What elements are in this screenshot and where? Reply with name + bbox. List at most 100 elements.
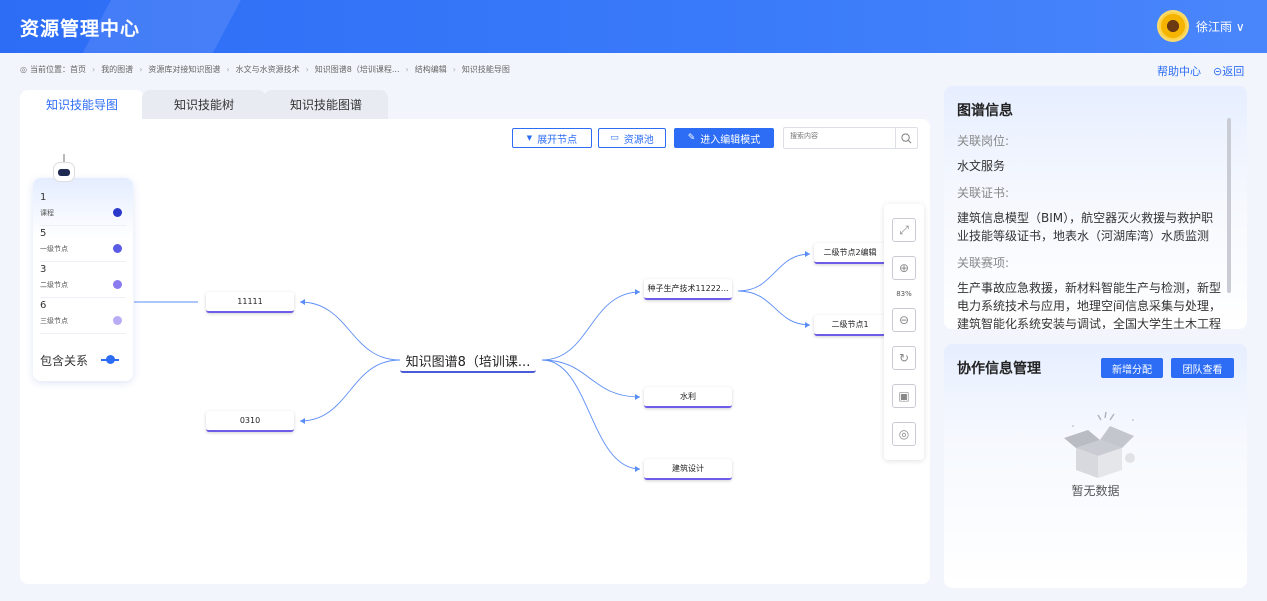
location-pin-icon: ◎ <box>20 65 27 74</box>
team-view-button[interactable]: 团队查看 <box>1171 358 1234 378</box>
node-level2-b[interactable]: 二级节点1 <box>814 315 886 336</box>
legend-dot <box>113 208 122 217</box>
robot-antenna <box>63 154 65 162</box>
breadcrumb-item[interactable]: 资源库对接知识图谱 <box>148 65 221 74</box>
related-cert: 关联证书: 建筑信息模型（BIM），航空器灭火救援与救护职业技能等级证书，地表水… <box>957 184 1222 245</box>
collaboration-title: 协作信息管理 <box>957 361 1041 377</box>
search-input[interactable] <box>790 132 890 140</box>
back-icon: ⊝ <box>1213 65 1223 78</box>
arrowhead <box>300 299 305 305</box>
edge-root-0310 <box>299 359 401 422</box>
legend-dot <box>113 244 122 253</box>
related-competition: 关联赛项: 生产事故应急救援，新材料智能生产与检测，新型电力系统技术与应用，地理… <box>957 254 1222 329</box>
tab-knowledge-skill-tree[interactable]: 知识技能树 <box>142 90 266 119</box>
node-architecture-design[interactable]: 建筑设计 <box>644 459 732 480</box>
node-water-conservancy[interactable]: 水利 <box>644 387 732 408</box>
chevron-right-icon: › <box>226 65 230 74</box>
back-link[interactable]: ⊝返回 <box>1213 63 1244 79</box>
edit-mode-button[interactable]: ✎ 进入编辑模式 <box>674 128 774 148</box>
breadcrumb: ◎ 当前位置： 首页 › 我的图谱 › 资源库对接知识图谱 › 水文与水资源技术… <box>20 64 510 75</box>
scrollbar[interactable] <box>1227 118 1231 293</box>
related-cert-label: 关联证书: <box>957 186 1010 200</box>
help-center-link[interactable]: 帮助中心 <box>1157 65 1201 78</box>
related-competition-value: 生产事故应急救援，新材料智能生产与检测，新型电力系统技术与应用，地理空间信息采集… <box>957 281 1222 329</box>
pencil-icon: ✎ <box>687 133 696 143</box>
legend-label: 二级节点 <box>40 281 68 289</box>
root-node[interactable]: 知识图谱8（培训课... <box>400 349 536 373</box>
related-post-label: 关联岗位: <box>957 134 1010 148</box>
legend-count: 5 <box>40 228 47 239</box>
mindmap-canvas[interactable]: ▼ 展开节点 ▭资源池 ✎ 进入编辑模式 1 课程 5 <box>20 119 930 584</box>
legend-count: 3 <box>40 264 47 275</box>
edge-root-seed <box>541 291 641 361</box>
edge-seed-l2b <box>737 290 811 326</box>
node-0310[interactable]: 0310 <box>206 411 294 432</box>
edge-seed-l2a <box>737 253 811 292</box>
graph-info-title: 图谱信息 <box>957 103 1013 119</box>
breadcrumb-item[interactable]: 首页 <box>69 65 86 74</box>
top-bar: 资源管理中心 徐江雨 ∨ <box>0 0 1267 53</box>
arrowhead <box>635 466 640 472</box>
related-post-value: 水文服务 <box>957 159 1006 173</box>
node-11111[interactable]: 11111 <box>206 292 294 313</box>
canvas-toolbar: ▼ 展开节点 ▭资源池 ✎ 进入编辑模式 <box>512 128 774 148</box>
breadcrumb-item-current: 知识技能导图 <box>461 65 510 74</box>
locate-icon[interactable]: ◎ <box>892 422 916 446</box>
arrowhead <box>635 394 640 400</box>
relation-toggle[interactable] <box>101 355 119 365</box>
resource-pool-button[interactable]: ▭资源池 <box>598 128 666 148</box>
avatar[interactable] <box>1157 10 1189 42</box>
legend-row-level2[interactable]: 3 二级节点 <box>40 262 126 298</box>
legend-row-level3[interactable]: 6 三级节点 <box>40 298 126 334</box>
related-competition-label: 关联赛项: <box>957 256 1010 270</box>
arrowhead <box>805 251 810 257</box>
fullscreen-icon[interactable]: ⤢ <box>892 218 916 242</box>
arrowhead <box>805 322 810 328</box>
zoom-level: 83% <box>896 290 912 298</box>
zoom-in-icon[interactable]: ⊕ <box>892 256 916 280</box>
app-title: 资源管理中心 <box>20 18 141 40</box>
node-seed-production[interactable]: 种子生产技术11222... <box>644 279 732 300</box>
legend-row-course[interactable]: 1 课程 <box>40 190 126 226</box>
robot-icon[interactable] <box>53 162 75 182</box>
empty-state-text: 暂无数据 <box>1071 484 1120 498</box>
new-assignment-button[interactable]: 新增分配 <box>1101 358 1163 378</box>
zoom-out-icon[interactable]: ⊖ <box>892 308 916 332</box>
header-links: 帮助中心 ⊝返回 <box>1157 63 1244 79</box>
tab-knowledge-skill-map[interactable]: 知识技能导图 <box>20 90 144 119</box>
breadcrumb-item[interactable]: 结构编辑 <box>414 65 447 74</box>
breadcrumb-item[interactable]: 我的图谱 <box>101 65 134 74</box>
caret-down-icon: ▼ <box>526 134 533 142</box>
refresh-icon[interactable]: ↻ <box>892 346 916 370</box>
edge-root-11111 <box>299 301 401 361</box>
legend-dot <box>113 316 122 325</box>
mindmap-edges <box>134 251 811 472</box>
folder-icon: ▭ <box>610 133 619 143</box>
expand-nodes-button[interactable]: ▼ 展开节点 <box>512 128 592 148</box>
node-level2-a[interactable]: 二级节点2编辑 <box>814 243 886 264</box>
breadcrumb-item[interactable]: 知识图谱8（培训课程... <box>314 65 400 74</box>
related-cert-value: 建筑信息模型（BIM），航空器灭火救援与救护职业技能等级证书，地表水（河湖库湾）… <box>957 211 1214 243</box>
chevron-right-icon: › <box>91 65 96 74</box>
legend-dot <box>113 280 122 289</box>
search-box <box>783 127 918 149</box>
tab-knowledge-skill-graph[interactable]: 知识技能图谱 <box>264 90 388 119</box>
edit-mode-label: 进入编辑模式 <box>700 134 761 146</box>
breadcrumb-bar: ◎ 当前位置： 首页 › 我的图谱 › 资源库对接知识图谱 › 水文与水资源技术… <box>0 53 1267 85</box>
graph-info-panel: 图谱信息 关联岗位: 水文服务 关联证书: 建筑信息模型（BIM），航空器灭火救… <box>944 86 1247 329</box>
view-tools: ⤢ ⊕ 83% ⊖ ↻ ▣ ◎ <box>884 204 924 460</box>
arrowhead <box>300 418 305 424</box>
expand-nodes-label: 展开节点 <box>537 134 578 146</box>
breadcrumb-item[interactable]: 水文与水资源技术 <box>235 65 300 74</box>
empty-box-icon <box>1064 411 1135 478</box>
main-panel: 知识技能导图 知识技能树 知识技能图谱 ▼ 展开节点 ▭资源池 ✎ 进入编辑模式 <box>20 90 930 584</box>
collaboration-panel: 协作信息管理 新增分配 团队查看 暂无数据 <box>944 344 1247 588</box>
search-icon[interactable] <box>895 128 917 148</box>
node-legend: 1 课程 5 一级节点 3 二级节点 6 三级节点 包含关系 <box>33 154 133 381</box>
chevron-right-icon: › <box>139 65 143 74</box>
legend-row-level1[interactable]: 5 一级节点 <box>40 226 126 262</box>
back-link-label: 返回 <box>1222 65 1245 78</box>
view-tabs: 知识技能导图 知识技能树 知识技能图谱 <box>20 90 388 119</box>
image-export-icon[interactable]: ▣ <box>892 384 916 408</box>
user-menu[interactable]: 徐江雨 ∨ <box>1196 20 1245 34</box>
